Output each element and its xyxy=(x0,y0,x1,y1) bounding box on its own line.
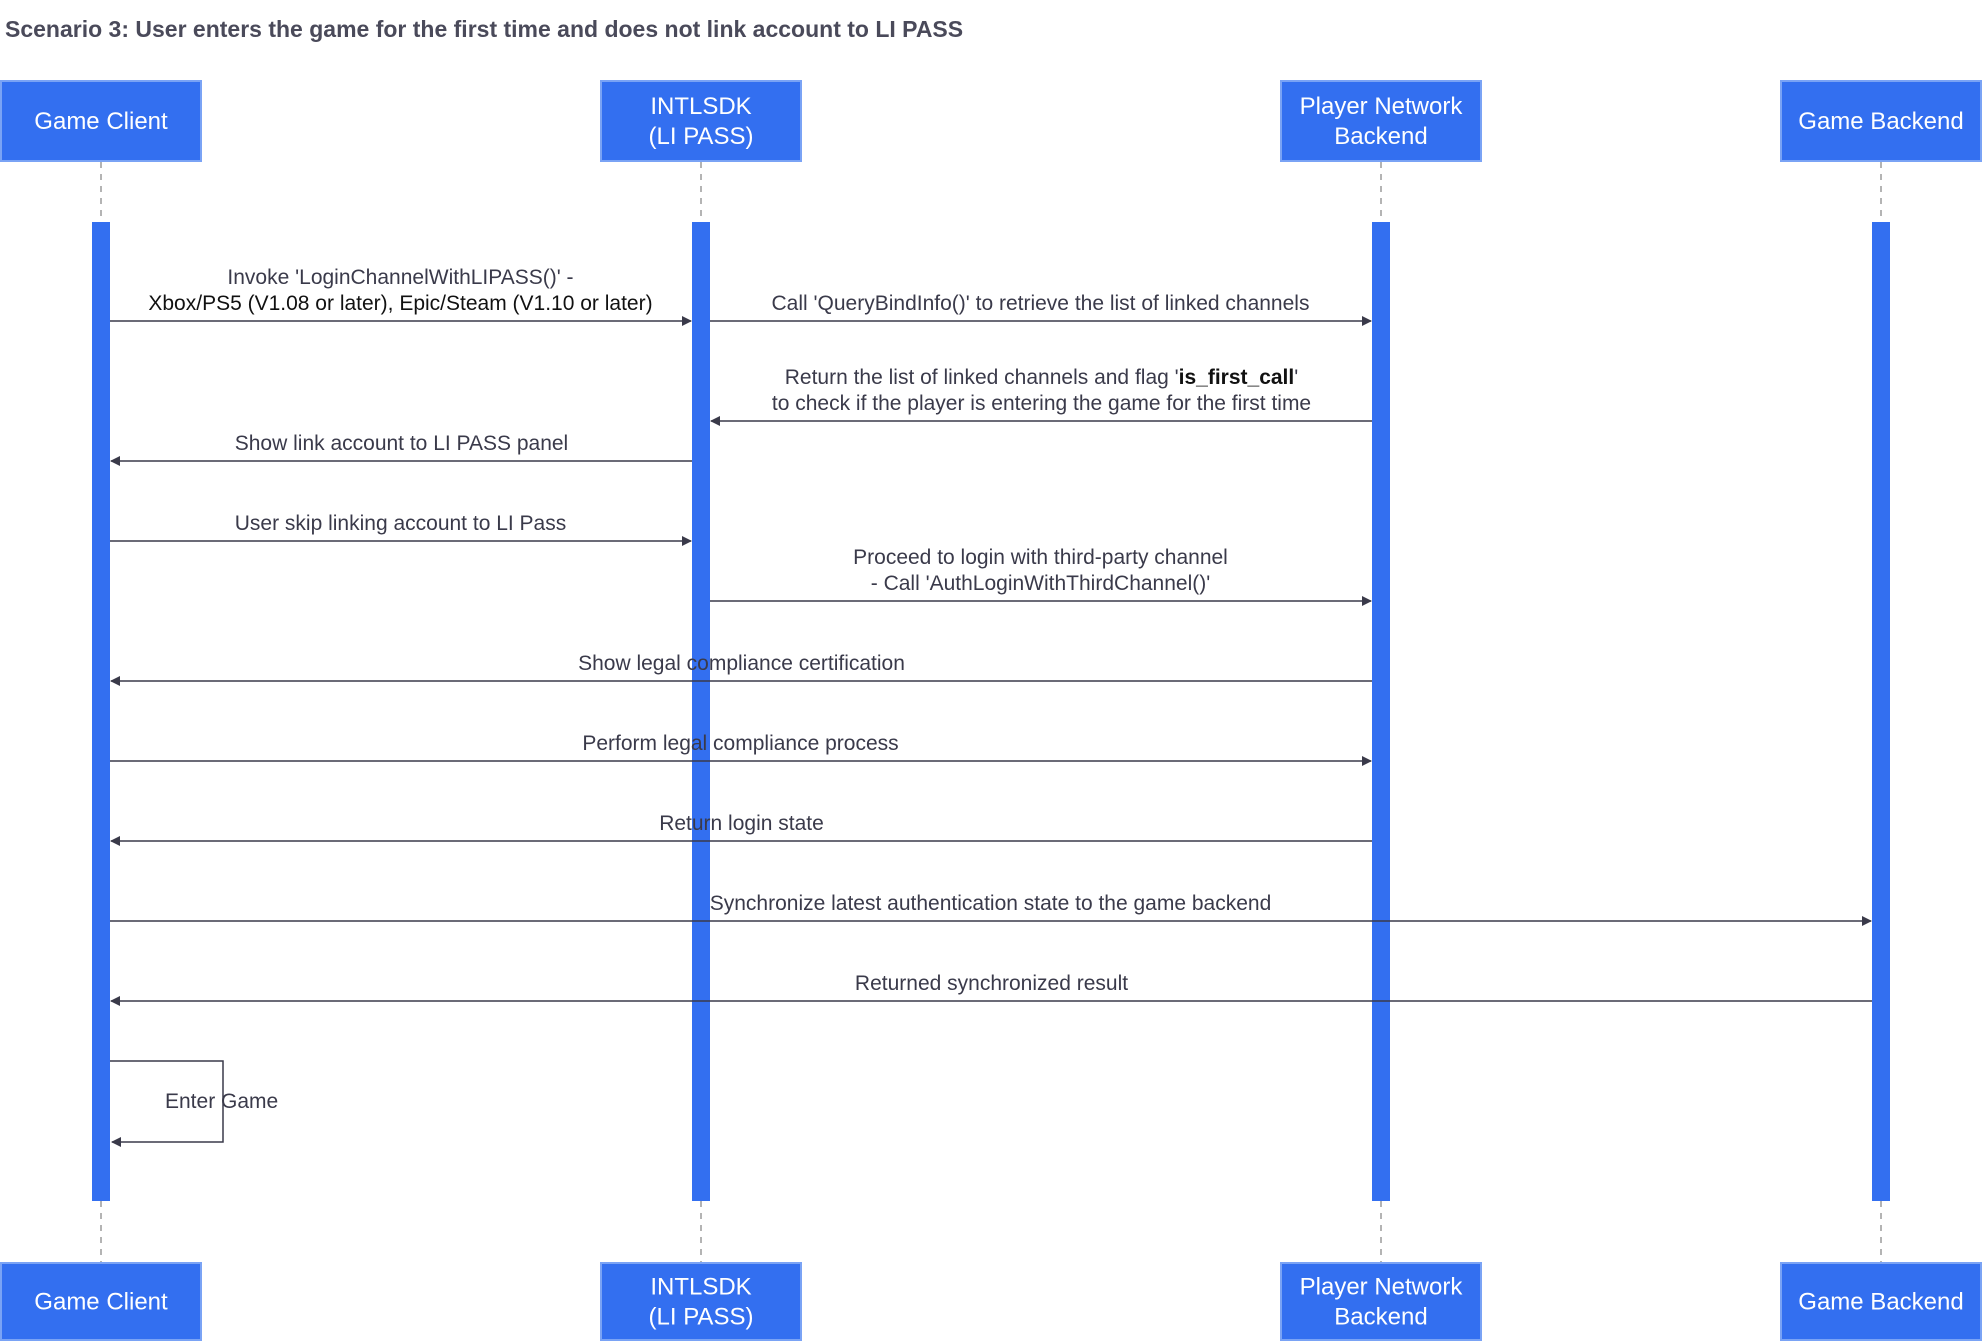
message-label: - Call 'AuthLoginWithThirdChannel()' xyxy=(871,572,1211,595)
activation-bar-intlsdk xyxy=(692,222,710,1201)
participant-game-client-bottom: Game Client xyxy=(0,1262,202,1341)
participant-label: INTLSDK xyxy=(650,93,751,120)
participant-box xyxy=(0,80,202,162)
message-label: Perform legal compliance process xyxy=(582,732,898,755)
participant-label: (LI PASS) xyxy=(649,1304,754,1331)
participant-label: Game Backend xyxy=(1798,108,1963,135)
message-11: Returned synchronized result xyxy=(110,972,1872,1006)
messages: Invoke 'LoginChannelWithLIPASS()' - Xbox/… xyxy=(110,266,1872,1147)
message-5: User skip linking account to LI Pass xyxy=(110,512,692,546)
message-label: Show legal compliance certification xyxy=(578,652,905,675)
message-4: Show link account to LI PASS panel xyxy=(110,432,692,466)
participant-box xyxy=(600,80,802,162)
message-label: User skip linking account to LI Pass xyxy=(235,512,567,535)
message-2: Call 'QueryBindInfo()' to retrieve the l… xyxy=(710,292,1372,326)
participant-label: Backend xyxy=(1334,123,1427,150)
participant-label: Game Backend xyxy=(1798,1289,1963,1316)
participant-label: Player Network xyxy=(1300,1274,1464,1301)
self-message-arrow xyxy=(110,1060,224,1147)
participant-box xyxy=(0,1262,202,1341)
message-label: Xbox/PS5 (V1.08 or later), Epic/Steam (V… xyxy=(148,292,652,315)
message-label: Enter Game xyxy=(165,1090,278,1113)
participant-box xyxy=(1780,1262,1982,1341)
message-8: Perform legal compliance process xyxy=(110,732,1372,766)
participant-game-backend-top: Game Backend xyxy=(1780,80,1982,162)
participant-intlsdk-top: INTLSDK (LI PASS) xyxy=(600,80,802,162)
participant-intlsdk-bottom: INTLSDK (LI PASS) xyxy=(600,1262,802,1341)
activation-bar-player-network-backend xyxy=(1372,222,1390,1201)
message-3: Return the list of linked channels and f… xyxy=(710,366,1372,426)
activation-bar-game-client xyxy=(92,222,110,1201)
message-label: Show link account to LI PASS panel xyxy=(235,432,568,455)
message-12: Enter Game xyxy=(110,1060,278,1147)
participant-box xyxy=(1280,80,1482,162)
message-6: Proceed to login with third-party channe… xyxy=(710,546,1372,606)
participant-box xyxy=(1780,80,1982,162)
participant-label: Game Client xyxy=(34,1289,168,1316)
participant-box xyxy=(600,1262,802,1341)
participant-game-backend-bottom: Game Backend xyxy=(1780,1262,1982,1341)
participant-label: Player Network xyxy=(1300,93,1464,120)
message-label: Synchronize latest authentication state … xyxy=(710,892,1272,915)
participant-label: Game Client xyxy=(34,108,168,135)
participant-game-client-top: Game Client xyxy=(0,80,202,162)
participants-bottom: Game Client INTLSDK (LI PASS) Player Networ… xyxy=(0,1262,1982,1341)
participants-top: Game Client INTLSDK (LI PASS) Player Networ… xyxy=(0,80,1982,162)
message-label: to check if the player is entering the g… xyxy=(772,392,1311,415)
message-9: Return login state xyxy=(110,812,1372,846)
participant-label: INTLSDK xyxy=(650,1274,751,1301)
message-label: Return the list of linked channels and f… xyxy=(785,366,1299,389)
diagram-title: Scenario 3: User enters the game for the… xyxy=(5,16,963,42)
message-label: Invoke 'LoginChannelWithLIPASS()' - xyxy=(227,266,573,289)
message-10: Synchronize latest authentication state … xyxy=(110,892,1872,926)
activation-bar-game-backend xyxy=(1872,222,1890,1201)
participant-box xyxy=(1280,1262,1482,1341)
message-1: Invoke 'LoginChannelWithLIPASS()' - Xbox/… xyxy=(110,266,692,326)
message-label: Call 'QueryBindInfo()' to retrieve the l… xyxy=(772,292,1310,315)
message-label: Proceed to login with third-party channe… xyxy=(853,546,1228,569)
message-label: Returned synchronized result xyxy=(855,972,1128,995)
lifelines xyxy=(92,162,1890,1262)
participant-label: (LI PASS) xyxy=(649,123,754,150)
message-7: Show legal compliance certification xyxy=(110,652,1372,686)
message-label: Return login state xyxy=(659,812,824,835)
participant-label: Backend xyxy=(1334,1304,1427,1331)
